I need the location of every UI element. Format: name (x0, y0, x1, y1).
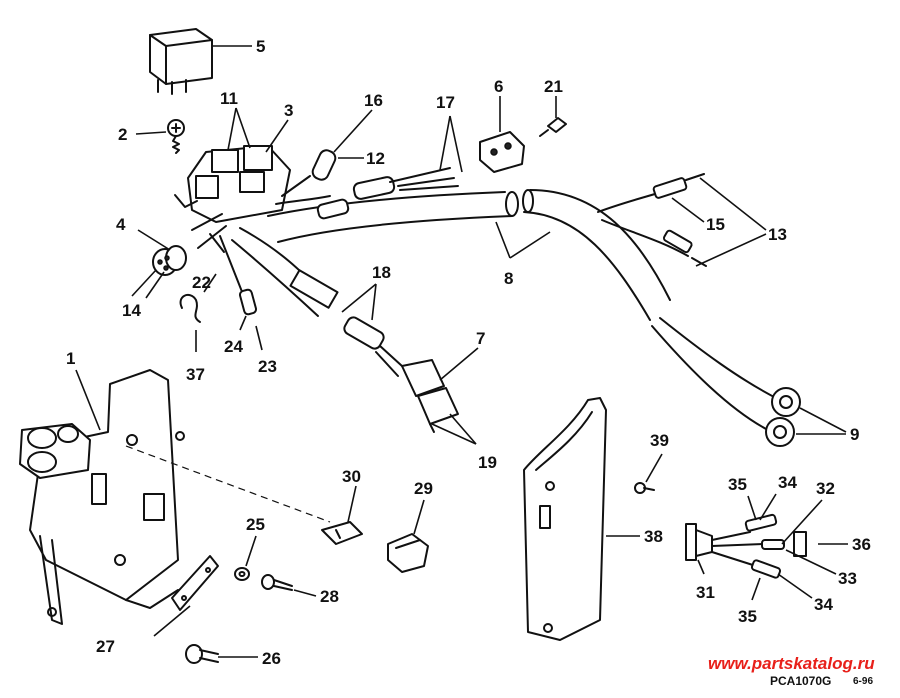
connector-group-part (341, 283, 479, 445)
screw-39-part (634, 453, 663, 494)
switch-block-part (174, 107, 291, 223)
callout-38: 38 (644, 527, 663, 546)
callout-30: 30 (342, 467, 361, 486)
callout-7: 7 (476, 329, 485, 348)
callout-39: 39 (650, 431, 669, 450)
callout-22: 22 (192, 273, 211, 292)
fuse-cover-part (387, 499, 429, 573)
callout-labels: 1 2 3 4 5 6 7 8 9 11 12 13 14 15 16 17 1… (66, 37, 871, 668)
watermark-text: www.partskatalog.ru (708, 654, 875, 673)
callout-8: 8 (504, 269, 513, 288)
fuse-part (321, 485, 363, 545)
callout-3: 3 (284, 101, 293, 120)
right-branch-part (495, 173, 847, 447)
screw-part (135, 119, 185, 154)
callout-11: 11 (220, 89, 238, 108)
callout-6: 6 (494, 77, 503, 96)
callout-24: 24 (224, 337, 243, 356)
callout-31: 31 (696, 583, 715, 602)
callout-35b: 35 (738, 607, 757, 626)
screw-28-part (261, 574, 317, 597)
washer-part (234, 535, 257, 581)
callout-32: 32 (816, 479, 835, 498)
callout-26: 26 (262, 649, 281, 668)
bolt-26-part (185, 644, 258, 664)
callout-23: 23 (258, 357, 277, 376)
terminal-block-part (479, 96, 525, 173)
wire-harness-part (191, 149, 671, 321)
plate-part (153, 555, 219, 637)
callout-9: 9 (850, 425, 859, 444)
callout-18: 18 (372, 263, 391, 282)
callout-27: 27 (96, 637, 115, 656)
callout-19: 19 (478, 453, 497, 472)
callout-33: 33 (838, 569, 857, 588)
small-parts-left (179, 273, 263, 352)
callout-25: 25 (246, 515, 265, 534)
diagram-revision-date: 6-96 (853, 676, 874, 687)
callout-37: 37 (186, 365, 205, 384)
callout-29: 29 (414, 479, 433, 498)
callout-21: 21 (544, 77, 563, 96)
cover-plate-part (523, 397, 640, 641)
callout-1: 1 (66, 349, 75, 368)
callout-35a: 35 (728, 475, 747, 494)
diagram-reference-code: PCA1070G (770, 674, 832, 688)
bolt-part (539, 96, 567, 137)
callout-15: 15 (706, 215, 725, 234)
callout-34a: 34 (778, 473, 797, 492)
callout-12: 12 (366, 149, 385, 168)
callout-16: 16 (364, 91, 383, 110)
callout-34b: 34 (814, 595, 833, 614)
callout-28: 28 (320, 587, 339, 606)
terminal-plug-part (685, 493, 848, 601)
callout-5: 5 (256, 37, 265, 56)
callout-2: 2 (118, 125, 127, 144)
callout-13: 13 (768, 225, 787, 244)
callout-17: 17 (436, 93, 455, 112)
mounting-bracket-part (19, 369, 331, 625)
grommet-part (131, 229, 187, 299)
relay-part (149, 28, 252, 95)
callout-36: 36 (852, 535, 871, 554)
leaders-top (333, 109, 463, 173)
callout-4: 4 (116, 215, 126, 234)
callout-14: 14 (122, 301, 141, 320)
